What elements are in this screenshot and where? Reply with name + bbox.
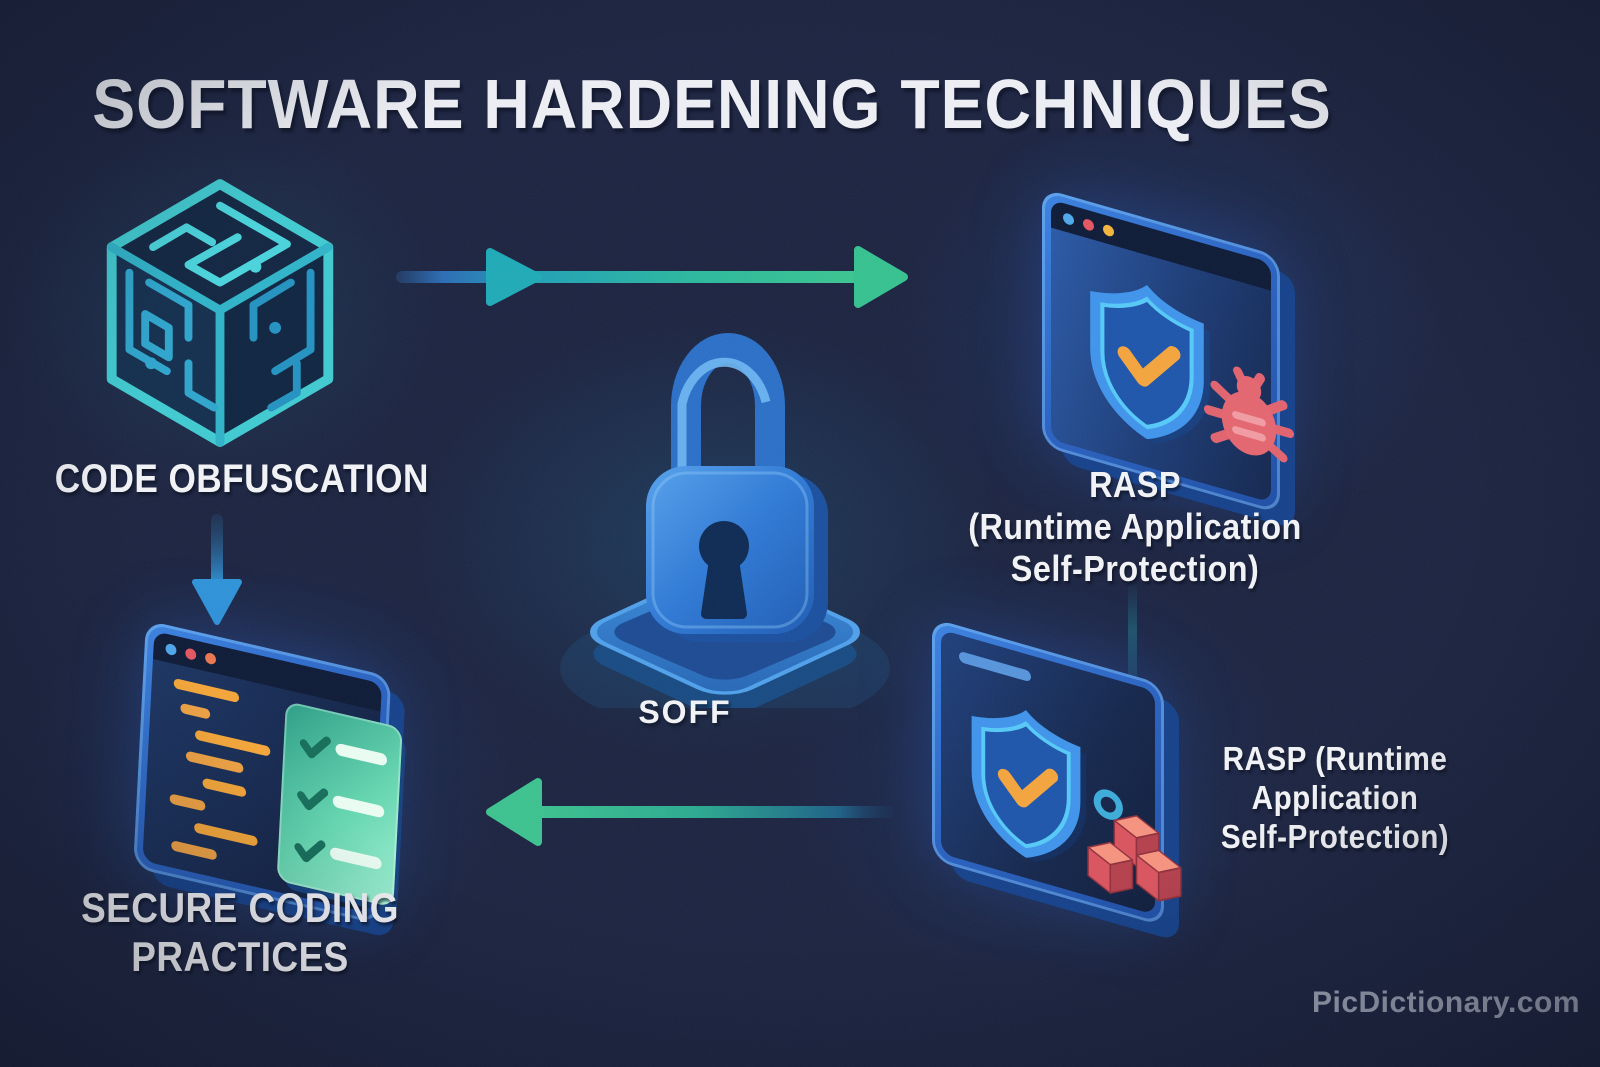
arrow-right-icon <box>396 246 908 308</box>
lock-ring-icon <box>1093 789 1123 820</box>
window-dot-red-icon <box>1083 217 1094 232</box>
checklist-panel <box>276 700 403 908</box>
label-secure-coding: SECURE CODING PRACTICES <box>75 884 406 981</box>
code-editor-window <box>133 620 403 925</box>
window-menu-bar <box>959 650 1031 683</box>
label-line: RASP (Runtime <box>1222 740 1448 777</box>
brick <box>1135 849 1182 902</box>
arrow-down-icon <box>192 514 242 625</box>
checklist-icon <box>294 736 387 870</box>
label-rasp-bottom: RASP (Runtime Application Self-Protectio… <box>1200 740 1470 857</box>
padlock-icon <box>560 333 890 708</box>
label-code-obfuscation: CODE OBFUSCATION <box>54 457 429 501</box>
label-line: Self-Protection) <box>1010 547 1260 589</box>
label-line: RASP <box>1089 464 1181 505</box>
window-dot-yellow-icon <box>1103 222 1114 238</box>
watermark: PicDictionary.com <box>1311 986 1580 1019</box>
label-line: PRACTICES <box>131 932 349 980</box>
label-line: (Runtime Application <box>968 505 1302 547</box>
label-line: Application <box>1251 778 1419 816</box>
lock-shackle <box>671 333 785 486</box>
window-dot-orange-icon <box>204 651 217 665</box>
window-dot-blue-icon <box>165 642 177 656</box>
arrow-left-icon <box>486 778 894 846</box>
label-rasp-top: RASP (Runtime Application Self-Protectio… <box>955 464 1315 589</box>
label-line: Self-Protection) <box>1220 817 1450 855</box>
firewall-bricks-icon <box>1087 789 1182 902</box>
maze-cube-icon <box>106 179 334 447</box>
label-line: SECURE CODING <box>81 884 399 931</box>
window-dot-blue-icon <box>1063 211 1074 226</box>
page-title: SOFTWARE HARDENING TECHNIQUES <box>92 65 1332 143</box>
window-dot-red-icon <box>185 646 197 661</box>
label-soff: SOFF <box>638 694 732 730</box>
